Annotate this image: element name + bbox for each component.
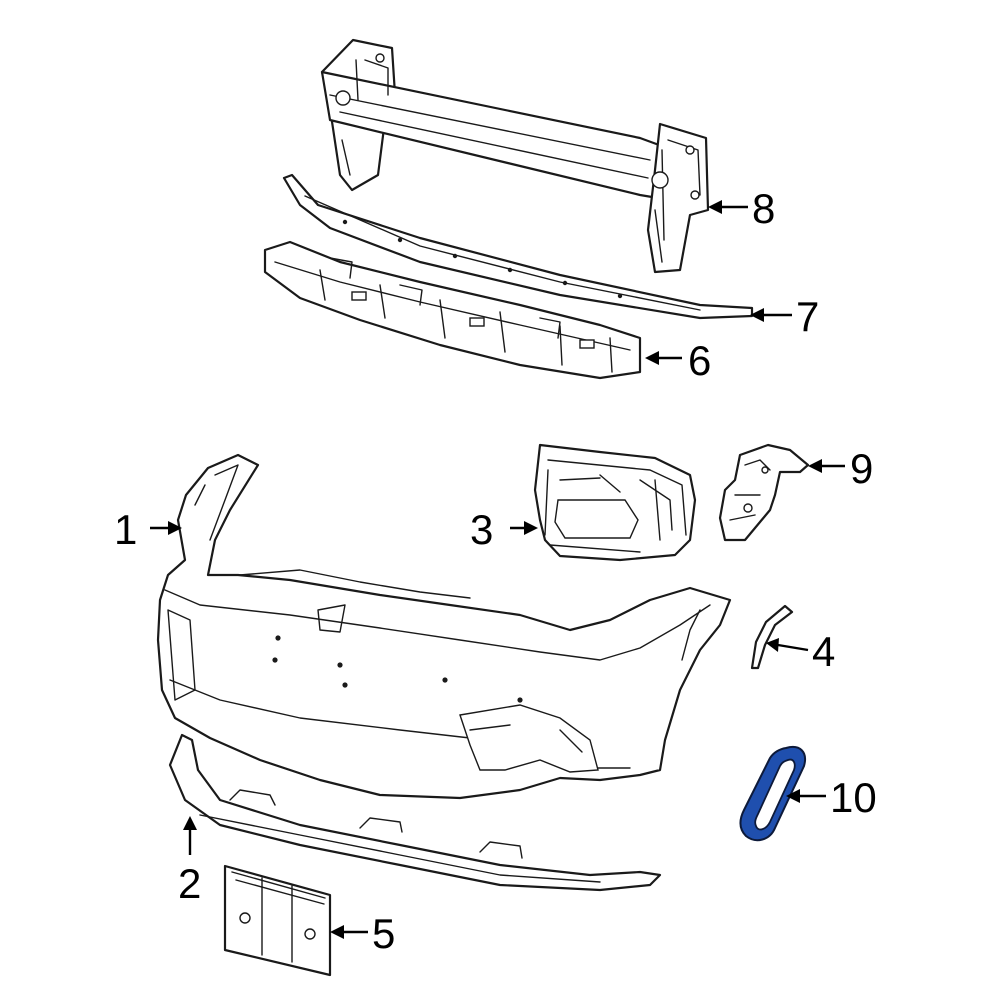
- leader-10-arrow: [786, 789, 800, 803]
- part-5-license-bracket[interactable]: [223, 864, 332, 977]
- callout-3[interactable]: 3: [470, 506, 493, 553]
- leader-2-arrow: [183, 816, 197, 830]
- leader-4-arrow: [766, 638, 779, 652]
- leader-3-arrow: [524, 521, 538, 535]
- leader-4: [777, 643, 809, 652]
- callout-8[interactable]: 8: [752, 185, 775, 232]
- part-6-energy-absorber[interactable]: [263, 240, 642, 380]
- leader-7-arrow: [750, 308, 764, 322]
- part-1-bumper-cover[interactable]: [156, 453, 732, 800]
- leader-6-arrow: [645, 351, 659, 365]
- part-9-bracket[interactable]: [718, 443, 810, 542]
- leader-8-arrow: [708, 200, 722, 214]
- leader-9-arrow: [808, 459, 822, 473]
- leader-1-arrow: [168, 521, 182, 535]
- part-3-grille-insert[interactable]: [533, 443, 697, 562]
- part-8-reinforcement-bar[interactable]: [320, 38, 710, 274]
- leader-lines: [150, 200, 845, 939]
- callout-2[interactable]: 2: [178, 860, 201, 907]
- callout-6[interactable]: 6: [688, 337, 711, 384]
- callout-labels: 1 2 3 4 5 6 7 8 9 10: [114, 185, 877, 957]
- callout-9[interactable]: 9: [850, 445, 873, 492]
- callout-4[interactable]: 4: [812, 628, 835, 675]
- callout-7[interactable]: 7: [796, 293, 819, 340]
- callout-1[interactable]: 1: [114, 506, 137, 553]
- part-7-absorber-strip[interactable]: [282, 173, 754, 320]
- leader-5-arrow: [330, 925, 344, 939]
- part-10-highlighted-trim[interactable]: [739, 746, 806, 842]
- part-4-molding[interactable]: [750, 604, 794, 670]
- callout-10[interactable]: 10: [830, 774, 877, 821]
- part-2-lower-spoiler[interactable]: [168, 733, 662, 892]
- callout-5[interactable]: 5: [372, 910, 395, 957]
